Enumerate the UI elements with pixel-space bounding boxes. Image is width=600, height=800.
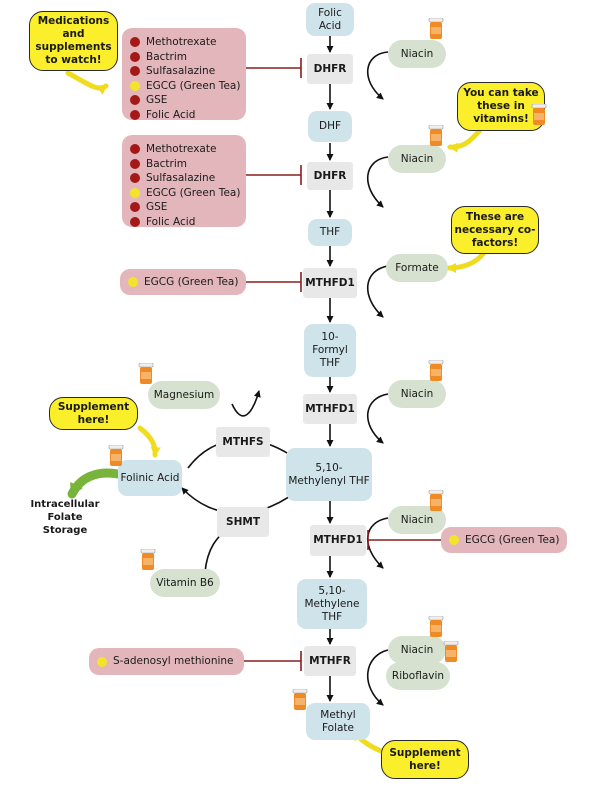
pill-bottle-icon <box>428 360 444 381</box>
pill-bottle-icon <box>531 104 547 125</box>
cofactor-niacin-5: Niacin <box>388 636 446 664</box>
arrow-niacin-3 <box>366 393 389 444</box>
arrow-niacin-1 <box>366 51 389 100</box>
metabolite-dhf: DHF <box>308 111 352 142</box>
red-dot-icon <box>130 109 140 120</box>
list-item: GSE <box>130 93 240 108</box>
red-dot-icon <box>130 144 140 155</box>
list-item: EGCG (Green Tea) <box>130 79 240 94</box>
yellow-dot-icon <box>449 535 459 545</box>
pill-bottle-icon <box>140 549 156 570</box>
enzyme-mthfd1-c: MTHFD1 <box>310 525 366 556</box>
enzyme-shmt: SHMT <box>217 507 269 537</box>
metabolite-10-formyl-thf: 10- Formyl THF <box>304 324 356 377</box>
cofactor-niacin-3: Niacin <box>388 380 446 408</box>
pill-bottle-icon <box>428 125 444 146</box>
red-dot-icon <box>130 51 140 62</box>
callout-vitamins: You can take these in vitamins! <box>457 82 545 131</box>
enzyme-mthfs: MTHFS <box>216 427 270 457</box>
list-item: Bactrim <box>130 50 240 65</box>
red-dot-icon <box>130 158 140 169</box>
enzyme-mthfd1-b: MTHFD1 <box>303 394 357 424</box>
metabolite-methylenyl-thf: 5,10- Methylenyl THF <box>286 448 372 501</box>
cofactor-formate: Formate <box>386 254 448 282</box>
metabolite-methylene-thf: 5,10- Methylene THF <box>297 579 367 629</box>
list-item: GSE <box>130 200 240 215</box>
pill-bottle-icon <box>428 490 444 511</box>
yellow-dot-icon <box>128 277 138 287</box>
red-dot-icon <box>130 173 140 184</box>
callout-arrow-medications <box>65 70 109 95</box>
pill-bottle-icon <box>108 445 124 466</box>
arrow-formate <box>367 265 389 318</box>
cofactor-magnesium: Magnesium <box>148 381 220 409</box>
list-item: EGCG (Green Tea) <box>130 186 240 201</box>
yellow-dot-icon <box>130 80 140 91</box>
list-item: Bactrim <box>130 157 240 172</box>
metabolite-methyl-folate: Methyl Folate <box>306 703 370 740</box>
red-dot-icon <box>130 202 140 213</box>
arrow-niacin-riboflavin <box>367 649 389 706</box>
cofactor-niacin-2: Niacin <box>388 145 446 173</box>
pill-bottle-icon <box>428 18 444 39</box>
list-item: Sulfasalazine <box>130 64 240 79</box>
yellow-dot-icon <box>97 656 107 667</box>
callout-supplement-methyl: Supplement here! <box>381 740 469 779</box>
red-dot-icon <box>130 37 140 48</box>
callout-medications: Medications and supplements to watch! <box>29 11 118 71</box>
inhibitor-egcg-mthfd1-c: EGCG (Green Tea) <box>441 527 567 553</box>
cofactor-riboflavin: Riboflavin <box>386 662 450 690</box>
list-item: Folic Acid <box>130 215 240 230</box>
callout-arrow-vitamins <box>447 127 483 153</box>
callout-supplement-folinic: Supplement here! <box>49 397 138 430</box>
pill-bottle-icon <box>443 641 459 662</box>
pill-bottle-icon <box>428 616 444 637</box>
list-item: Methotrexate <box>130 35 240 50</box>
red-dot-icon <box>130 66 140 77</box>
red-dot-icon <box>130 95 140 106</box>
callout-cofactors: These are necessary co-factors! <box>451 206 539 254</box>
arrow-niacin-2 <box>367 156 389 208</box>
enzyme-mthfd1-a: MTHFD1 <box>303 268 357 298</box>
list-item: Sulfasalazine <box>130 171 240 186</box>
list-item: Methotrexate <box>130 142 240 157</box>
arrow-niacin-4 <box>366 517 389 569</box>
enzyme-dhfr-1: DHFR <box>307 54 353 84</box>
yellow-dot-icon <box>130 187 140 198</box>
red-dot-icon <box>130 216 140 227</box>
inhibitor-list-dhfr-1: Methotrexate Bactrim Sulfasalazine EGCG … <box>122 28 246 123</box>
callout-arrow-folinic <box>137 425 161 458</box>
inhibitor-same-mthfr: S-adenosyl methionine <box>89 648 244 675</box>
metabolite-thf: THF <box>308 219 352 246</box>
arrow-magnesium <box>231 390 261 417</box>
pill-bottle-icon <box>138 363 154 384</box>
list-item: Folic Acid <box>130 108 240 123</box>
storage-arrow <box>67 468 123 499</box>
cofactor-vitamin-b6: Vitamin B6 <box>150 569 220 597</box>
cofactor-niacin-1: Niacin <box>388 40 446 68</box>
pill-bottle-icon <box>292 689 308 710</box>
inhibitor-egcg-mthfd1-a: EGCG (Green Tea) <box>120 269 246 295</box>
inhibitor-list-dhfr-2: Methotrexate Bactrim Sulfasalazine EGCG … <box>122 135 246 230</box>
storage-label: Intracellular Folate Storage <box>30 499 100 536</box>
enzyme-dhfr-2: DHFR <box>307 162 353 190</box>
enzyme-mthfr: MTHFR <box>304 646 356 676</box>
metabolite-folic-acid: Folic Acid <box>306 3 354 36</box>
metabolite-folinic-acid: Folinic Acid <box>118 460 182 496</box>
